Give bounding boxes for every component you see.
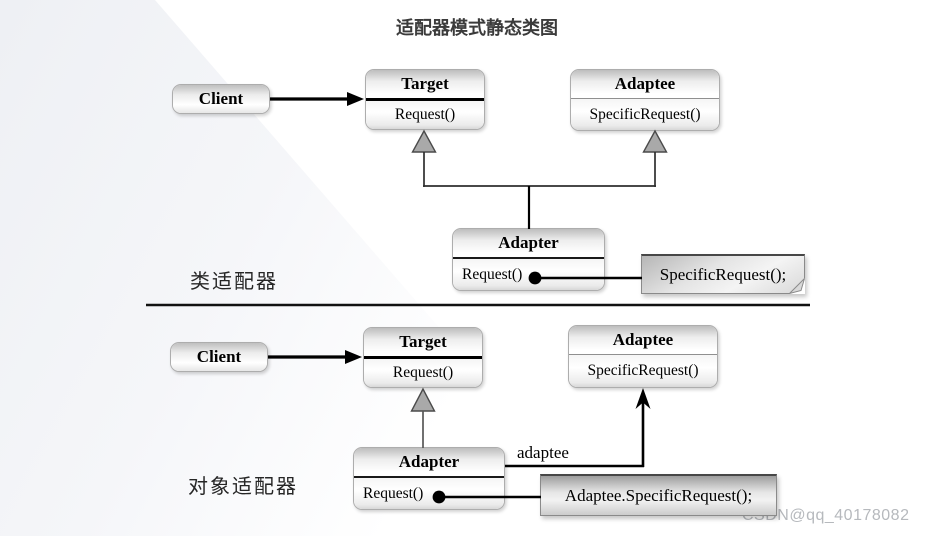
note-class-adapter-text: SpecificRequest(); (659, 264, 787, 284)
class-box-client-top: Client (172, 84, 270, 114)
class-name-adaptee-top: Adaptee (571, 70, 719, 98)
class-name-client-bottom: Client (171, 343, 267, 371)
class-name-target-bottom: Target (364, 328, 482, 356)
class-name-adapter-bottom: Adapter (354, 448, 504, 476)
class-method-adapter-top: Request() (453, 257, 604, 290)
association-label-adaptee: adaptee (517, 443, 569, 462)
note-fold-flap (789, 278, 805, 294)
watermark: CSDN@qq_40178082 (742, 507, 910, 524)
class-box-client-bottom: Client (170, 342, 268, 372)
class-box-adaptee-top: Adaptee SpecificRequest() (570, 69, 720, 131)
diagram-title: 适配器模式静态类图 (396, 18, 558, 38)
arrowhead-client-target-top (347, 92, 364, 106)
section-label-object-adapter: 对象适配器 (188, 476, 298, 498)
arrowhead-adaptee-bottom (635, 388, 651, 409)
class-method-adaptee-bottom: SpecificRequest() (569, 354, 717, 387)
class-name-adapter-top: Adapter (453, 229, 604, 257)
note-fold-corner (789, 278, 805, 294)
inherit-triangle-adaptee-top (642, 129, 668, 153)
class-method-target-top: Request() (366, 98, 484, 129)
class-box-adaptee-bottom: Adaptee SpecificRequest() (568, 325, 718, 388)
class-name-target-top: Target (366, 70, 484, 98)
class-box-target-top: Target Request() (365, 69, 485, 130)
class-method-adapter-bottom: Request() (354, 476, 504, 509)
class-name-adaptee-bottom: Adaptee (569, 326, 717, 354)
class-box-adapter-bottom: Adapter Request() (353, 447, 505, 510)
note-class-adapter: SpecificRequest(); (641, 254, 805, 294)
class-box-adapter-top: Adapter Request() (452, 228, 605, 291)
class-box-target-bottom: Target Request() (363, 327, 483, 388)
section-label-class-adapter: 类适配器 (190, 271, 278, 293)
class-method-adaptee-top: SpecificRequest() (571, 98, 719, 130)
inherit-triangle-target-top (411, 129, 437, 153)
note-object-adapter: Adaptee.SpecificRequest(); (540, 474, 777, 516)
class-name-client-top: Client (173, 85, 269, 113)
class-method-target-bottom: Request() (364, 356, 482, 387)
note-object-adapter-text: Adaptee.SpecificRequest(); (564, 485, 753, 505)
